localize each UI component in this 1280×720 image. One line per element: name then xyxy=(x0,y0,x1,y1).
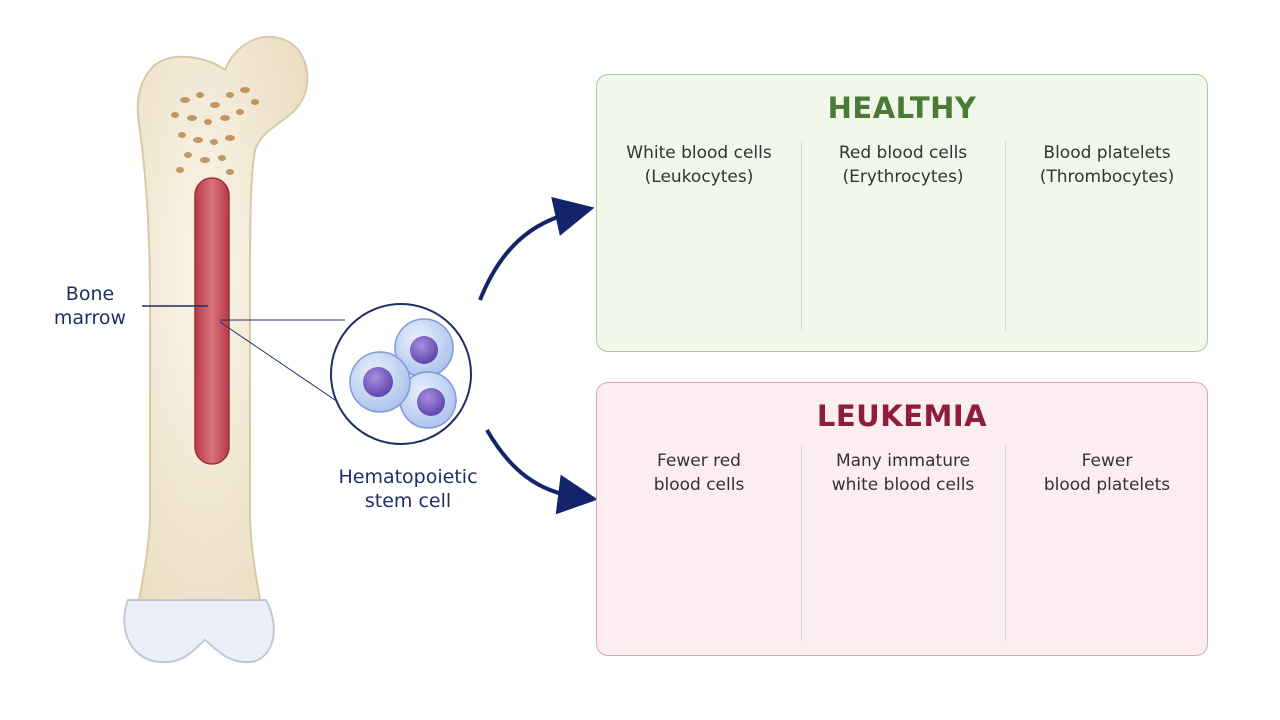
bone-marrow-label: Bone marrow xyxy=(30,282,150,330)
healthy-column-red-blood-cells: Red blood cells (Erythrocytes) xyxy=(801,141,1005,189)
column-divider xyxy=(801,141,802,331)
healthy-panel: HEALTHY White blood cells (Leukocytes) R… xyxy=(596,74,1208,352)
healthy-column-white-blood-cells: White blood cells (Leukocytes) xyxy=(597,141,801,189)
column-label-line1: Many immature xyxy=(835,451,971,471)
column-divider xyxy=(1005,445,1006,641)
spongy-bone xyxy=(171,87,259,175)
leukemia-panel: LEUKEMIA Fewer red blood cells Many imma… xyxy=(596,382,1208,656)
column-label-line1: Fewer xyxy=(1081,451,1133,471)
stem-cell xyxy=(394,318,454,378)
marrow-cavity xyxy=(194,177,230,465)
zoom-lines xyxy=(219,319,345,403)
column-label-line2: white blood cells xyxy=(831,475,975,495)
leukemia-column-immature-white-cells: Many immature white blood cells xyxy=(801,449,1005,497)
arrow-to-leukemia xyxy=(485,429,598,515)
stem-cell-label-line1: Hematopoietic xyxy=(338,466,478,488)
healthy-column-platelets: Blood platelets (Thrombocytes) xyxy=(1005,141,1209,189)
column-label-line2: (Erythrocytes) xyxy=(842,167,964,187)
arrow-to-healthy xyxy=(478,196,595,301)
stem-cell-magnified xyxy=(330,303,472,445)
stem-cell xyxy=(349,351,411,413)
column-label-line1: Fewer red xyxy=(657,451,741,471)
leukemia-title: LEUKEMIA xyxy=(816,399,988,433)
bone-marrow-label-line2: marrow xyxy=(53,307,127,329)
column-label-line1: Red blood cells xyxy=(838,143,968,163)
stem-cell-label-line2: stem cell xyxy=(364,490,452,512)
column-label-line1: White blood cells xyxy=(626,143,772,163)
column-label-line2: blood cells xyxy=(653,475,745,495)
column-label-line2: (Leukocytes) xyxy=(644,167,754,187)
leukemia-column-platelets: Fewer blood platelets xyxy=(1005,449,1209,497)
column-label-line2: blood platelets xyxy=(1043,475,1171,495)
healthy-title: HEALTHY xyxy=(827,91,977,125)
column-label-line1: Blood platelets xyxy=(1043,143,1171,163)
bone-lower-end xyxy=(123,599,275,664)
bone-marrow-label-line1: Bone xyxy=(65,283,115,305)
leukemia-column-red-blood-cells: Fewer red blood cells xyxy=(597,449,801,497)
stem-cell-label: Hematopoietic stem cell xyxy=(318,465,498,513)
column-divider xyxy=(1005,141,1006,331)
column-divider xyxy=(801,445,802,641)
femur-bone xyxy=(123,35,309,664)
column-label-line2: (Thrombocytes) xyxy=(1039,167,1175,187)
